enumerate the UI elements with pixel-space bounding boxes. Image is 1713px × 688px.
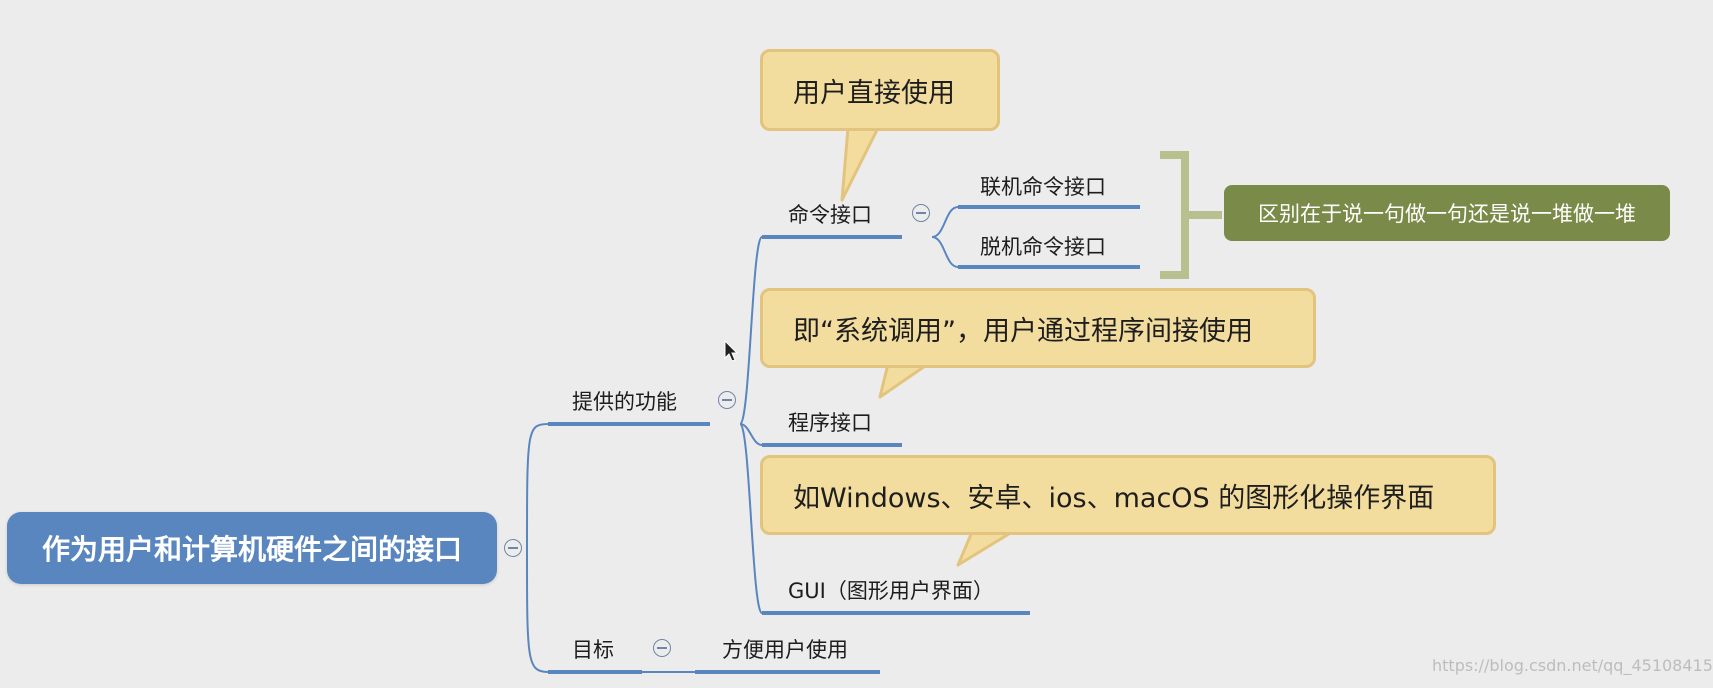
connector-root-functions [526, 423, 549, 551]
callout-tail-program [878, 362, 930, 399]
callout-command: 用户直接使用 [760, 49, 1000, 131]
root-node-label: 作为用户和计算机硬件之间的接口 [41, 533, 462, 566]
summary-note[interactable]: 区别在于说一句做一句还是说一堆做一堆 [1224, 185, 1670, 241]
callout-tail-command [840, 126, 880, 202]
collapse-icon-command[interactable] [912, 204, 930, 222]
callout-gui-text: 如Windows、安卓、ios、macOS 的图形化操作界面 [793, 482, 1435, 514]
branch-program-interface[interactable]: 程序接口 [788, 411, 872, 435]
watermark: https://blog.csdn.net/qq_45108415 [1432, 656, 1713, 675]
collapse-icon-functions[interactable] [718, 391, 736, 409]
callout-command-text: 用户直接使用 [793, 77, 955, 109]
root-node[interactable]: 作为用户和计算机硬件之间的接口 [7, 512, 497, 584]
branch-gui[interactable]: GUI（图形用户界面） [788, 579, 994, 603]
node-offline-command[interactable]: 脱机命令接口 [980, 235, 1106, 259]
connector-functions-gui [739, 423, 763, 614]
connector-command-offline [931, 236, 959, 268]
connector-functions-program [739, 423, 763, 446]
callout-gui: 如Windows、安卓、ios、macOS 的图形化操作界面 [760, 455, 1496, 535]
connector-command-online [931, 206, 959, 238]
branch-functions[interactable]: 提供的功能 [572, 390, 677, 414]
branch-goal[interactable]: 目标 [572, 638, 614, 662]
callout-program-text: 即“系统调用”，用户通过程序间接使用 [793, 315, 1253, 347]
summary-bracket [1160, 151, 1222, 279]
branch-command-interface[interactable]: 命令接口 [788, 203, 872, 227]
node-online-command[interactable]: 联机命令接口 [980, 175, 1106, 199]
collapse-icon-root[interactable] [504, 539, 522, 557]
goal-child-node[interactable]: 方便用户使用 [722, 638, 848, 662]
collapse-icon-goal[interactable] [653, 639, 671, 657]
callout-program: 即“系统调用”，用户通过程序间接使用 [760, 288, 1316, 368]
connector-root-goal [526, 549, 549, 673]
summary-note-text: 区别在于说一句做一句还是说一堆做一堆 [1258, 202, 1636, 226]
callout-tail-gui [956, 530, 1014, 567]
mouse-cursor-icon [724, 339, 739, 362]
connector-functions-command [739, 236, 763, 425]
